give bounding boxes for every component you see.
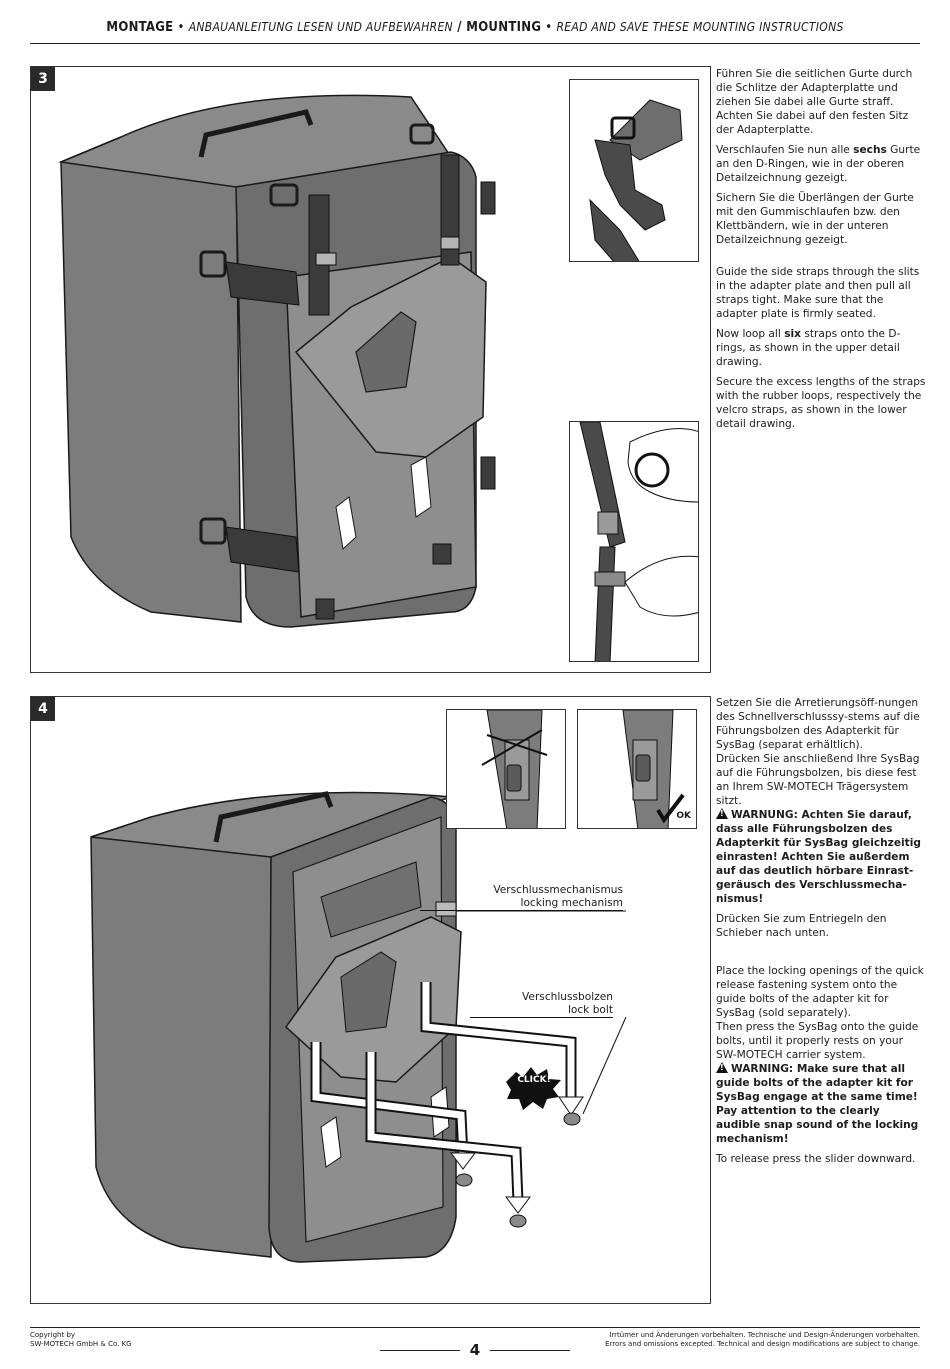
page-number-rule-right: [490, 1350, 570, 1351]
step-4-en-paragraph-2: Then press the SysBag onto the guide bol…: [716, 1021, 919, 1061]
page-header: MONTAGE • ANBAUANLEITUNG LESEN UND AUFBE…: [30, 20, 920, 44]
ok-position-drawing: [622, 710, 685, 828]
ok-label: OK: [676, 811, 691, 821]
wrong-position-drawing: [481, 710, 548, 828]
page-number-rule-left: [380, 1350, 460, 1351]
detail-rubber-loop: [569, 421, 699, 662]
step-4-text: Setzen Sie die Arretierungsöff-nungen de…: [716, 696, 926, 1172]
step-4-de-paragraph-2: Drücken Sie anschließend Ihre SysBag auf…: [716, 753, 920, 807]
header-title-de: MONTAGE: [106, 20, 174, 35]
header-title-en: MOUNTING: [466, 20, 542, 35]
step-3-text: Führen Sie die seitlichen Gurte durch di…: [716, 67, 926, 437]
step-3-en-paragraph-2: Now loop all six straps onto the D-rings…: [716, 328, 901, 368]
click-label: CLICK!: [517, 1075, 551, 1085]
callout-locking-mechanism: Verschlussmechanismus locking mechanism: [420, 884, 623, 911]
detail-wrong-position: [446, 709, 566, 829]
step-4-figure: 4 CLICK! OK: [30, 696, 711, 1304]
step-4-illustration: [90, 791, 627, 1263]
footer-divider: [30, 1327, 920, 1328]
step-4-number: 4: [31, 697, 55, 721]
footer-disclaimer: Irrtümer und Änderungen vorbehalten. Tec…: [605, 1331, 920, 1348]
detail-d-ring-loop: [569, 79, 699, 262]
step-3-de-paragraph-2: Verschlaufen Sie nun alle sechs Gurte an…: [716, 144, 921, 184]
warning-icon: [716, 808, 728, 819]
step-3-en-paragraph-1: Guide the side straps through the slits …: [716, 266, 920, 320]
step-3-de-paragraph-3: Sichern Sie die Überlängen der Gurte mit…: [716, 192, 914, 246]
footer-copyright: Copyright by SW-MOTECH GmbH & Co. KG: [30, 1331, 132, 1348]
step-3-number: 3: [31, 67, 55, 91]
step-3-de-paragraph-1: Führen Sie die seitlichen Gurte durch di…: [716, 68, 913, 136]
step-4-en-paragraph-3: To release press the slider downward.: [716, 1153, 916, 1165]
step-4-de-warning: WARNUNG: Achten Sie darauf, dass alle Fü…: [716, 808, 926, 906]
header-subtitle-en: READ AND SAVE THESE MOUNTING INSTRUCTION…: [556, 20, 844, 34]
rubber-loop-detail-drawing: [579, 422, 698, 661]
header-subtitle-de: ANBAUANLEITUNG LESEN UND AUFBEWAHREN: [188, 20, 453, 34]
step-3-en-paragraph-3: Secure the excess lengths of the straps …: [716, 376, 926, 430]
detail-ok-position: OK: [577, 709, 697, 829]
page-number: 4: [463, 1341, 487, 1359]
d-ring-detail-drawing: [589, 99, 683, 261]
step-3-illustration: [58, 94, 496, 628]
step-3-figure: 3: [30, 66, 711, 673]
step-4-en-warning: WARNING: Make sure that all guide bolts …: [716, 1062, 926, 1146]
callout-lock-bolt: Verschlussbolzen lock bolt: [470, 991, 613, 1018]
step-4-en-paragraph-1: Place the locking openings of the quick …: [716, 965, 924, 1019]
step-4-de-paragraph-3: Drücken Sie zum Entriegeln den Schieber …: [716, 913, 887, 939]
warning-icon: [716, 1062, 728, 1073]
step-4-de-paragraph-1: Setzen Sie die Arretierungsöff-nungen de…: [716, 697, 920, 751]
